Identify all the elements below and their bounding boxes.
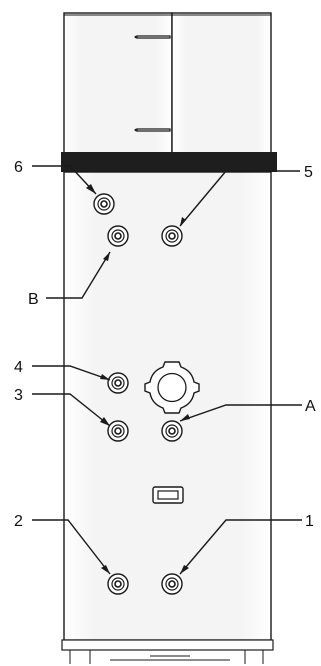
heat-pump-top-unit — [63, 12, 272, 154]
label-b: B — [28, 291, 39, 308]
arrow-b — [103, 252, 110, 261]
upper-hinge — [134, 35, 171, 39]
callout-arrowheads — [86, 184, 190, 574]
port-a — [161, 420, 183, 442]
arrow-1 — [180, 565, 189, 574]
leader-3 — [32, 393, 111, 427]
tank-base-ring — [61, 639, 274, 651]
port-3 — [107, 420, 129, 442]
arrow-a — [180, 414, 190, 421]
label-1: 1 — [305, 513, 314, 530]
label-3: 3 — [14, 387, 23, 404]
arrow-3 — [100, 417, 110, 426]
port-5 — [161, 225, 183, 247]
lower-hinge — [134, 128, 171, 132]
port-6 — [93, 193, 115, 215]
port-4 — [107, 372, 129, 394]
arrow-4 — [100, 374, 110, 380]
top-unit-left-panel — [63, 12, 173, 154]
black-band — [61, 152, 277, 172]
electrical-connector — [152, 486, 184, 504]
label-2: 2 — [14, 513, 23, 530]
label-6: 6 — [14, 159, 23, 176]
label-4: 4 — [14, 359, 23, 376]
leader-b — [46, 251, 111, 299]
label-5: 5 — [304, 164, 313, 181]
top-unit-right-panel — [171, 12, 272, 154]
port-2 — [107, 573, 129, 595]
leader-a — [179, 404, 302, 422]
arrow-6 — [86, 184, 96, 194]
arrow-5 — [180, 217, 186, 226]
leader-1 — [179, 519, 302, 575]
inspection-flange — [144, 361, 200, 414]
connection-ports — [93, 193, 183, 595]
leader-2 — [32, 519, 111, 575]
leader-5 — [179, 170, 300, 227]
callout-labels: 6 B 5 4 3 A 2 1 — [14, 159, 316, 530]
leader-6 — [32, 165, 97, 195]
arrow-2 — [101, 565, 110, 574]
tank-feet — [69, 650, 264, 664]
callout-lines — [32, 165, 302, 575]
flange-inner-disc — [157, 372, 187, 403]
port-b — [107, 225, 129, 247]
label-a: A — [305, 398, 316, 415]
port-1 — [161, 573, 183, 595]
leader-4 — [32, 365, 111, 381]
